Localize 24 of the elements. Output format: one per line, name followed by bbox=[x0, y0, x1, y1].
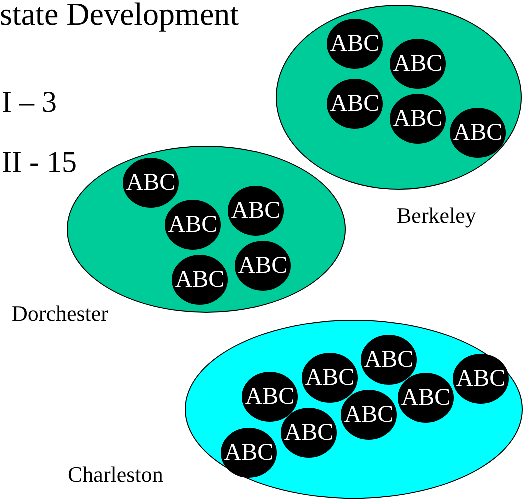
abc-circle: ABC bbox=[281, 408, 337, 458]
count-label: II - 15 bbox=[2, 148, 77, 178]
title: state Development bbox=[0, 0, 240, 30]
abc-circle: ABC bbox=[398, 373, 454, 423]
abc-circle: ABC bbox=[390, 94, 446, 144]
abc-circle: ABC bbox=[242, 372, 298, 422]
abc-circle: ABC bbox=[361, 335, 417, 385]
count-label: I – 3 bbox=[2, 88, 57, 118]
abc-circle: ABC bbox=[327, 79, 383, 129]
abc-circle: ABC bbox=[390, 39, 446, 89]
abc-circle: ABC bbox=[450, 108, 506, 158]
abc-circle: ABC bbox=[172, 255, 228, 305]
region-name: Berkeley bbox=[397, 205, 476, 227]
abc-circle: ABC bbox=[327, 19, 383, 69]
abc-circle: ABC bbox=[341, 390, 397, 440]
abc-circle: ABC bbox=[221, 428, 277, 478]
region-name: Dorchester bbox=[12, 303, 109, 325]
abc-circle: ABC bbox=[235, 241, 291, 291]
region-name: Charleston bbox=[68, 464, 164, 486]
abc-circle: ABC bbox=[302, 353, 358, 403]
abc-circle: ABC bbox=[453, 354, 509, 404]
abc-circle: ABC bbox=[228, 186, 284, 236]
abc-circle: ABC bbox=[165, 200, 221, 250]
abc-circle: ABC bbox=[123, 158, 179, 208]
